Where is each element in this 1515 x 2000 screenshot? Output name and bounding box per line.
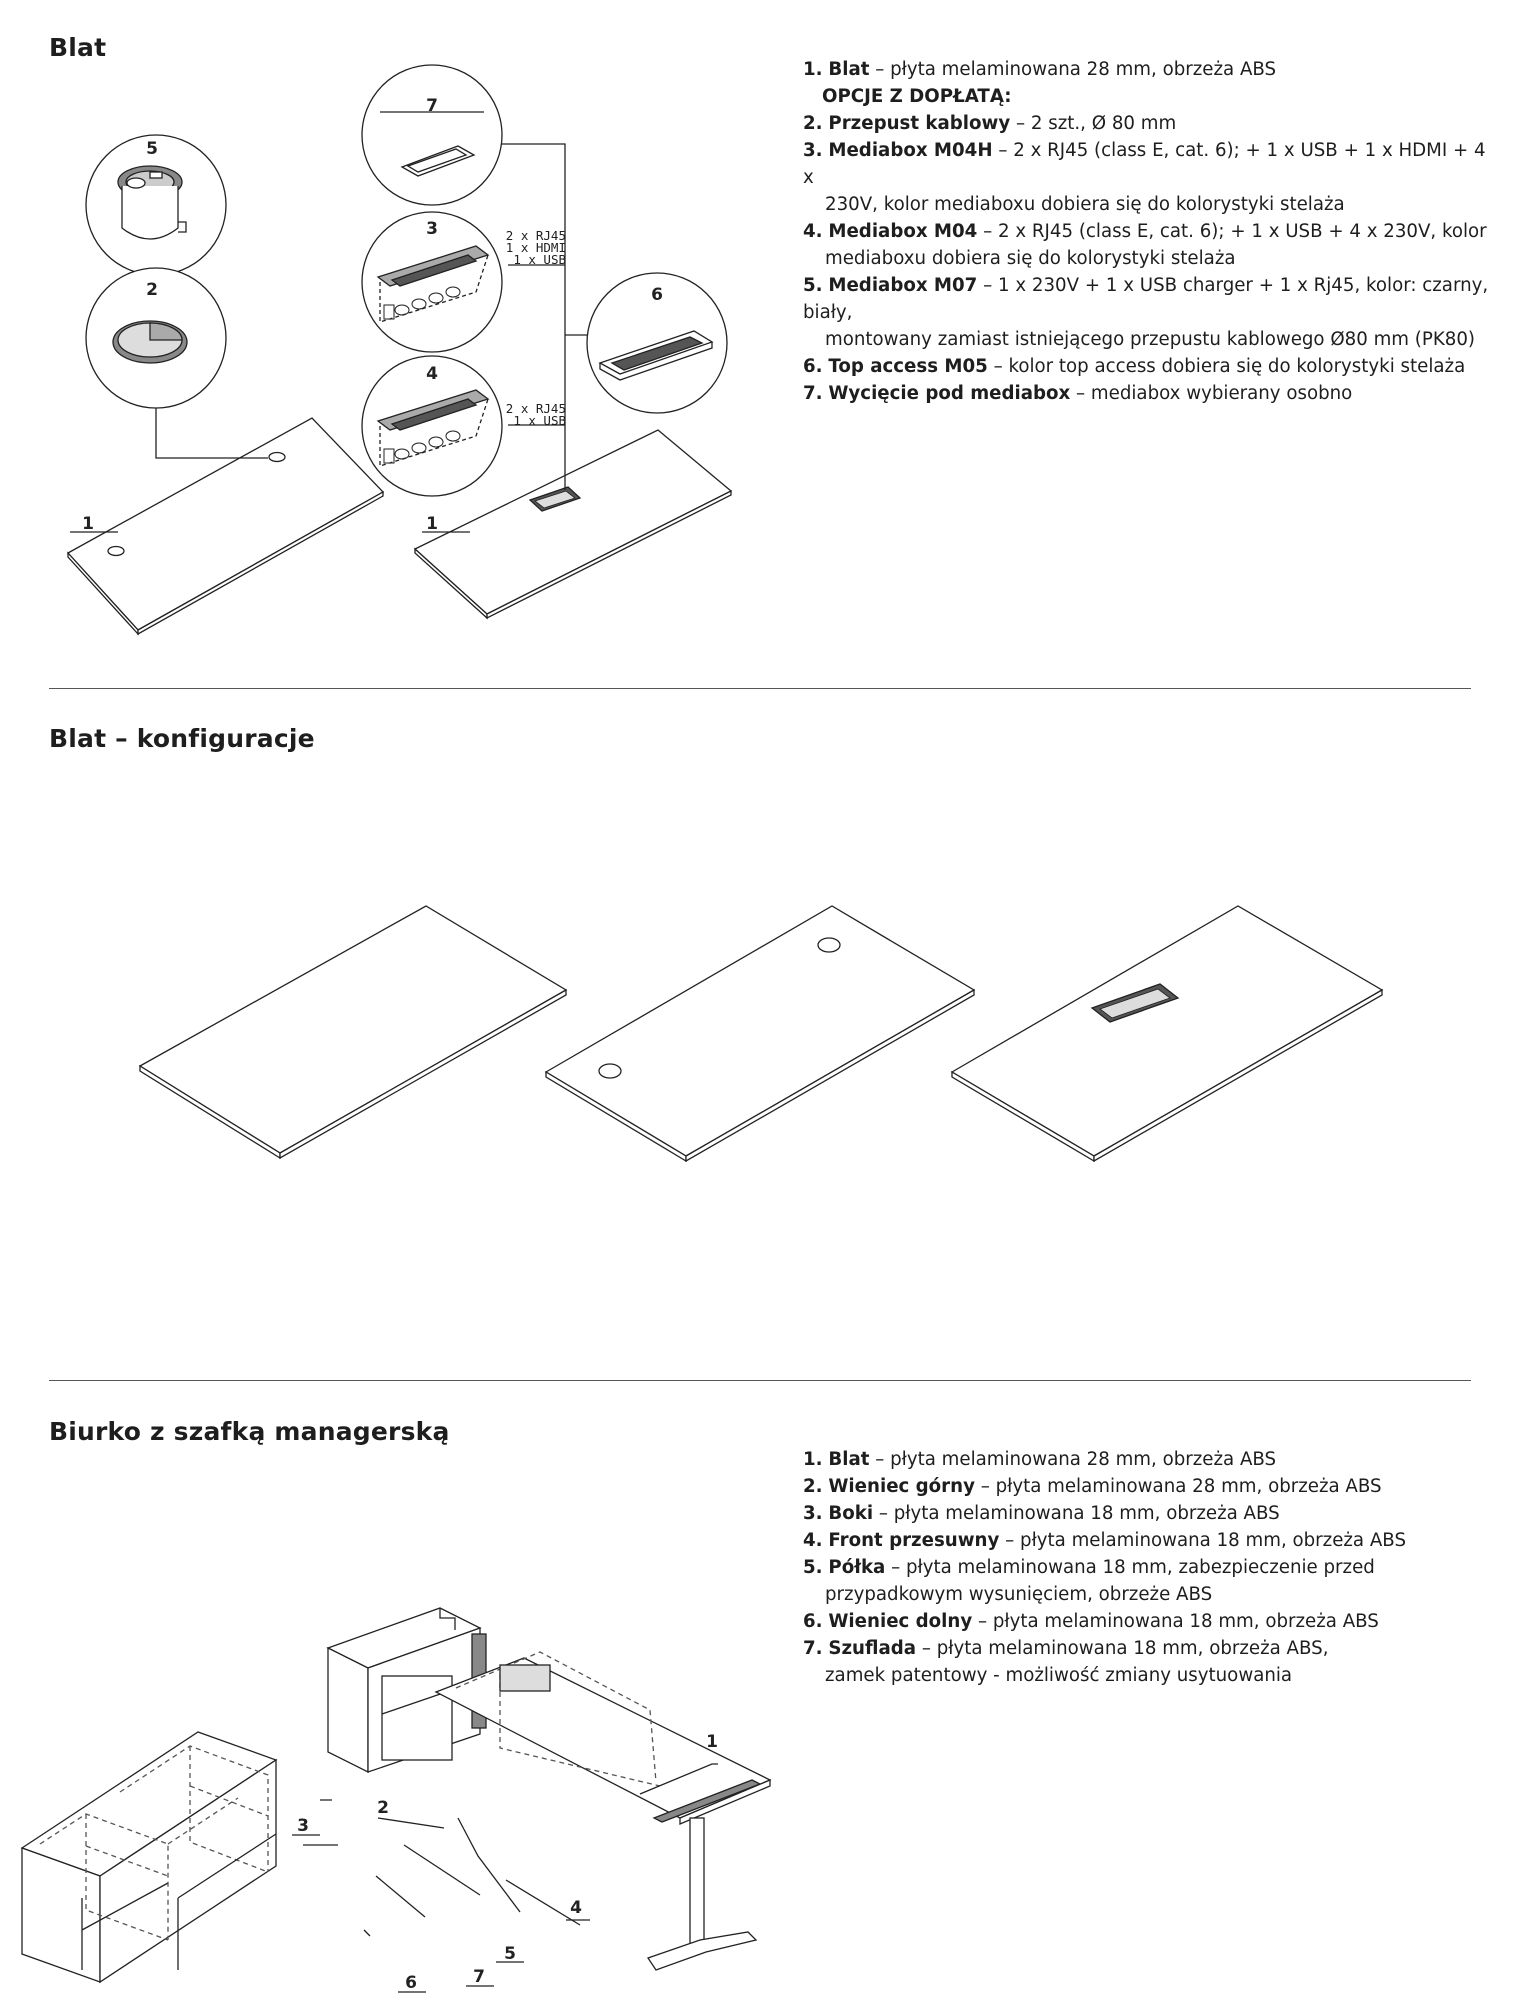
label-5: 5	[504, 1944, 516, 1964]
label-2: 2	[146, 280, 158, 300]
section-title-config: Blat – konfiguracje	[49, 724, 315, 753]
cabinet-low	[20, 1731, 278, 1984]
cable-grommet-hole	[598, 1063, 622, 1079]
cable-grommet-hole	[268, 451, 286, 463]
port-label: 2 x RJ45	[506, 401, 566, 416]
label-4: 4	[570, 1898, 582, 1918]
detail-circle-3	[361, 211, 503, 353]
port-label: 1 x USB	[513, 413, 566, 428]
spec-item-7: 7. Szuflada – płyta melaminowana 18 mm, …	[803, 1638, 1329, 1686]
label-5: 5	[146, 139, 158, 159]
desk-top-plain	[138, 905, 568, 1160]
port-label: 1 x USB	[513, 252, 566, 267]
label-2: 2	[377, 1798, 389, 1818]
detail-circle-4	[361, 355, 503, 497]
spec-item-1: 1. Blat – płyta melaminowana 28 mm, obrz…	[803, 1449, 1277, 1470]
desk-top-l	[434, 1651, 772, 1825]
spec-item-3: 3. Boki – płyta melaminowana 18 mm, obrz…	[803, 1503, 1280, 1524]
blat-exploded-diagram: 5 2 7 3 4 6 1 1 2 x RJ45 1 x HDMI 1 x US…	[66, 64, 733, 636]
port-label: 2 x RJ45	[506, 228, 566, 243]
label-3: 3	[426, 219, 438, 239]
spec-item-6: 6. Top access M05 – kolor top access dob…	[803, 356, 1466, 377]
detail-circle-6	[586, 272, 728, 414]
label-4: 4	[426, 364, 438, 384]
detail-circle-5	[85, 134, 227, 276]
desk-top-mediabox	[950, 905, 1384, 1163]
section-title-blat: Blat	[49, 33, 107, 62]
spec-item-6: 6. Wieniec dolny – płyta melaminowana 18…	[803, 1611, 1379, 1632]
section-title-biurko: Biurko z szafką managerską	[49, 1417, 450, 1446]
spec-item-5: 5. Półka – płyta melaminowana 18 mm, zab…	[803, 1557, 1375, 1605]
spec-item-7: 7. Wycięcie pod mediabox – mediabox wybi…	[803, 383, 1353, 404]
spec-item-2: 2. Wieniec górny – płyta melaminowana 28…	[803, 1476, 1382, 1497]
port-label: 1 x HDMI	[506, 240, 566, 255]
divider	[49, 688, 1471, 689]
spec-list-biurko: 1. Blat – płyta melaminowana 28 mm, obrz…	[803, 1446, 1493, 1689]
label-1: 1	[706, 1732, 718, 1752]
spec-options-label: OPCJE Z DOPŁATĄ:	[822, 86, 1012, 107]
spec-item-4: 4. Mediabox M04 – 2 x RJ45 (class E, cat…	[803, 221, 1487, 269]
label-6: 6	[651, 285, 663, 305]
desk-top-grommets	[544, 905, 976, 1163]
spec-item-4: 4. Front przesuwny – płyta melaminowana …	[803, 1530, 1407, 1551]
spec-item-3: 3. Mediabox M04H – 2 x RJ45 (class E, ca…	[803, 140, 1486, 215]
spec-list-blat: 1. Blat – płyta melaminowana 28 mm, obrz…	[803, 56, 1493, 407]
cable-grommet-hole	[107, 545, 125, 557]
label-3: 3	[297, 1816, 309, 1836]
spec-item-1: 1. Blat – płyta melaminowana 28 mm, obrz…	[803, 59, 1277, 80]
desk-leg	[646, 1817, 758, 1971]
label-7: 7	[473, 1967, 485, 1987]
detail-circle-2	[85, 267, 227, 409]
cable-grommet-hole	[817, 937, 841, 953]
label-1-left: 1	[82, 514, 94, 534]
label-6: 6	[405, 1973, 417, 1993]
desk-top-left	[66, 417, 385, 636]
detail-circle-7	[361, 64, 503, 206]
config-diagram	[138, 905, 1384, 1163]
divider	[49, 1380, 1471, 1381]
spec-item-5: 5. Mediabox M07 – 1 x 230V + 1 x USB cha…	[803, 275, 1489, 350]
label-1-right: 1	[426, 514, 438, 534]
label-7: 7	[426, 96, 438, 116]
desk-top-right	[413, 429, 733, 620]
biurko-diagram: 1 2 3 4 5 6 7	[20, 1607, 772, 1993]
spec-item-2: 2. Przepust kablowy – 2 szt., Ø 80 mm	[803, 113, 1177, 134]
